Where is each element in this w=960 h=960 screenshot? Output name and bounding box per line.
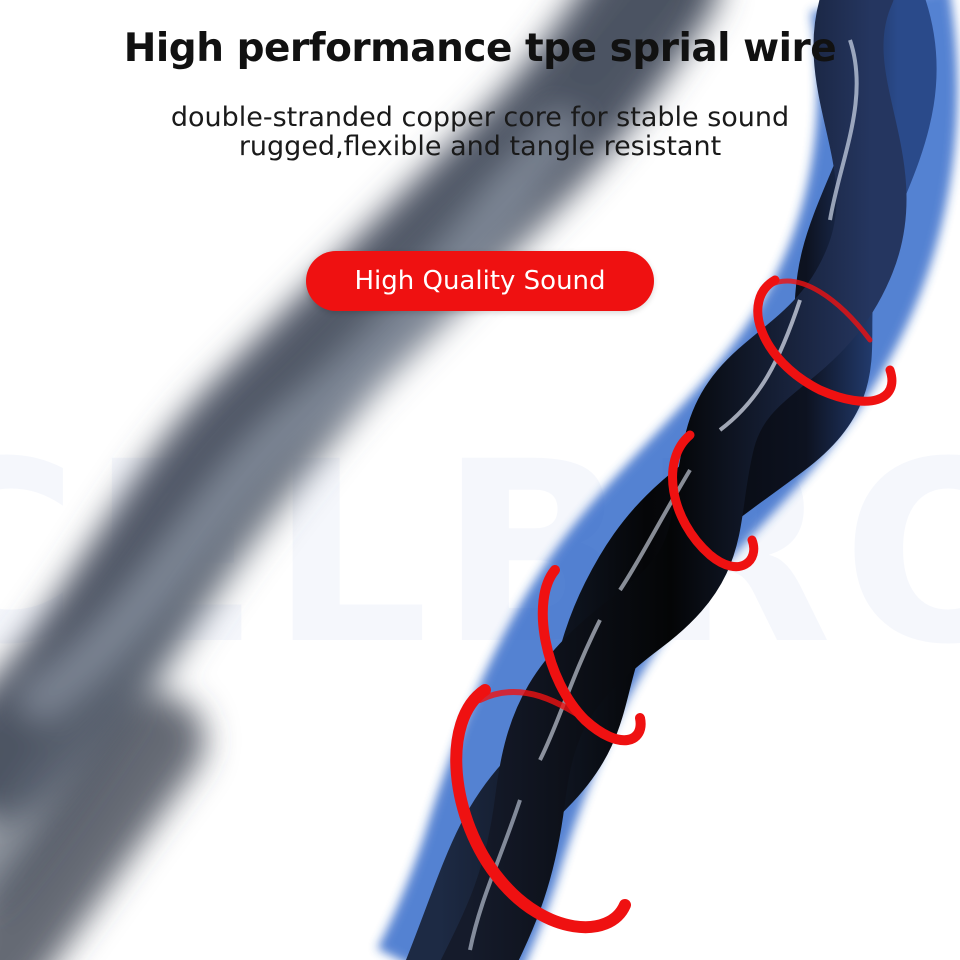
description-line-2: rugged,flexible and tangle resistant xyxy=(238,131,722,162)
blurred-cable-background xyxy=(0,0,717,960)
description-line-1: double-stranded copper core for stable s… xyxy=(170,102,790,133)
page-title: High performance tpe sprial wire xyxy=(123,26,837,71)
badge-label: High Quality Sound xyxy=(354,266,606,296)
high-quality-sound-badge: High Quality Sound xyxy=(306,251,654,311)
red-spiral-rings-icon xyxy=(450,275,897,934)
twisted-cable-illustration xyxy=(405,0,937,960)
